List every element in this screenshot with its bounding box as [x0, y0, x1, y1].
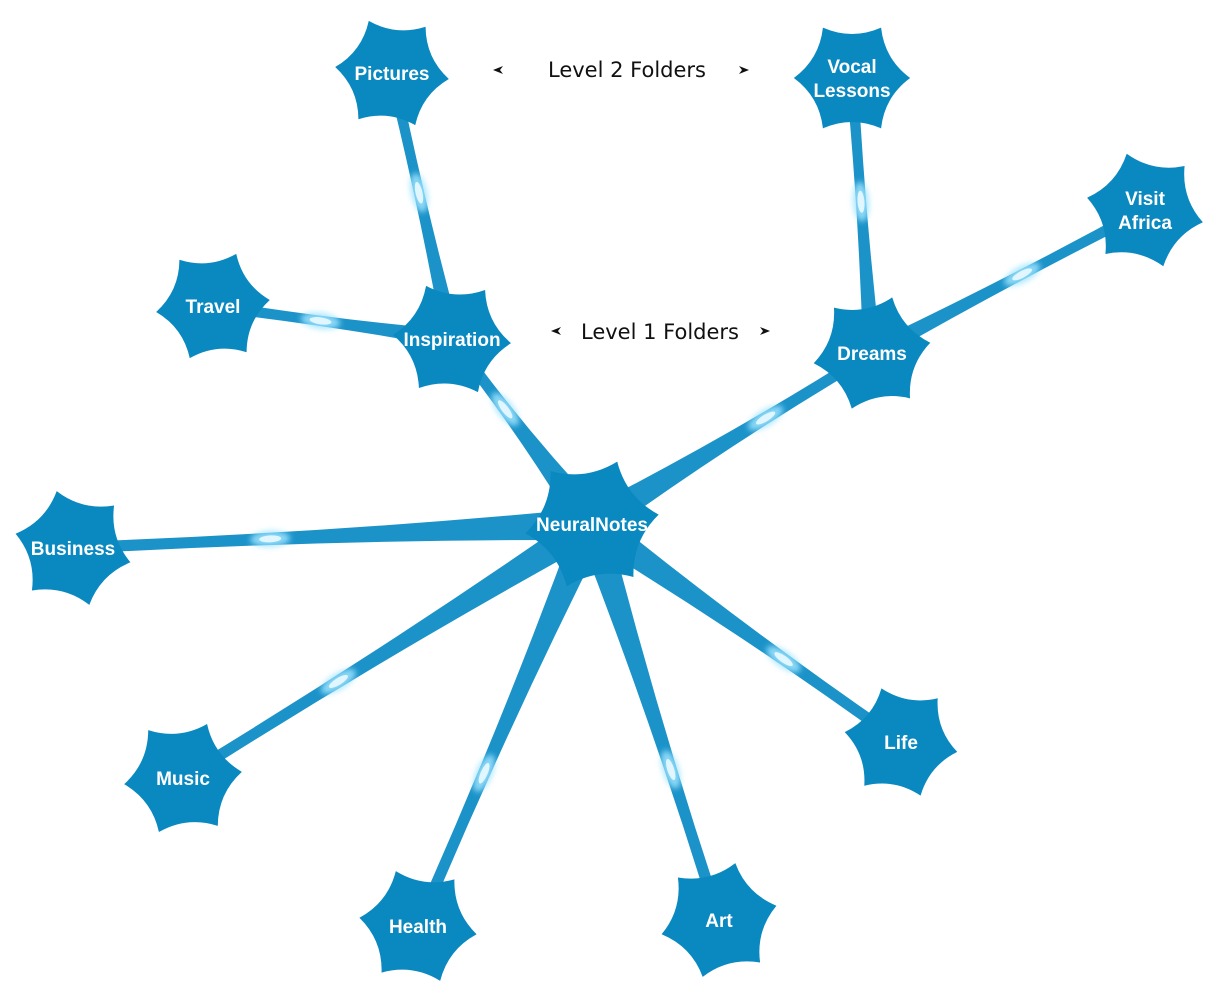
- link-neuralnotes-music: [179, 510, 601, 784]
- folders-layer: NeuralNotes InspirationDreamsBusinessMusi…: [15, 20, 1203, 981]
- folder-label-visit-africa: Visit: [1125, 189, 1165, 210]
- synapse-glow: [491, 392, 519, 426]
- folder-node-pictures[interactable]: Pictures: [335, 20, 449, 126]
- neuron-body-shape: [124, 723, 242, 833]
- level-1-annotation: Level 1 Folders: [551, 320, 770, 344]
- folder-label-travel: Travel: [186, 297, 241, 318]
- folder-node-inspiration[interactable]: Inspiration: [392, 285, 512, 393]
- connections-layer: [72, 71, 1148, 929]
- left-arrow-icon: [493, 66, 503, 74]
- synapse-glow: [250, 530, 291, 547]
- folder-label-vocal-lessons: Lessons: [813, 81, 890, 102]
- folder-node-life[interactable]: Life: [844, 688, 958, 796]
- link-neuralnotes-business: [72, 508, 593, 554]
- synapse-glow: [748, 405, 784, 431]
- folder-label-inspiration: Inspiration: [403, 330, 500, 351]
- neuron-body-shape: [392, 285, 512, 393]
- folder-node-health[interactable]: Health: [359, 871, 477, 981]
- neuron-body-shape: [1087, 153, 1203, 267]
- right-arrow-icon: [739, 66, 749, 74]
- link-neuralnotes-health: [412, 517, 607, 929]
- synapse-glow: [852, 181, 870, 222]
- neuron-body-shape: [156, 253, 270, 359]
- folder-node-neuralnotes[interactable]: NeuralNotes: [525, 461, 659, 587]
- folder-node-music[interactable]: Music: [124, 723, 242, 833]
- folder-label-art: Art: [705, 911, 733, 932]
- level-2-folders-label: Level 2 Folders: [548, 58, 706, 82]
- folder-node-art[interactable]: Art: [661, 863, 777, 977]
- synapse-glow: [766, 645, 801, 673]
- synapse-glow: [300, 312, 341, 330]
- neuron-body-shape: [793, 27, 911, 129]
- level-2-annotation: Level 2 Folders: [493, 58, 749, 82]
- folder-label-vocal-lessons: Vocal: [827, 57, 876, 78]
- neuron-body-shape: [813, 297, 931, 409]
- synapse-glow: [473, 754, 495, 792]
- folder-node-travel[interactable]: Travel: [156, 253, 270, 359]
- right-arrow-icon: [760, 327, 770, 335]
- synapse-glow: [1004, 262, 1041, 287]
- folder-label-life: Life: [884, 733, 918, 754]
- neuron-body-shape: [15, 491, 131, 605]
- folder-label-dreams: Dreams: [837, 344, 907, 365]
- folder-label-pictures: Pictures: [355, 64, 430, 85]
- folder-node-business[interactable]: Business: [15, 491, 131, 605]
- synapse-glow: [410, 173, 428, 213]
- synapse-glow: [660, 750, 681, 789]
- link-neuralnotes-dreams: [583, 347, 876, 538]
- folder-label-music: Music: [156, 769, 210, 790]
- neuron-body-shape: [359, 871, 477, 981]
- folder-label-neuralnotes: NeuralNotes: [536, 515, 648, 536]
- folder-label-business: Business: [31, 539, 115, 560]
- link-neuralnotes-life: [582, 510, 905, 747]
- link-neuralnotes-art: [576, 519, 725, 922]
- folder-label-visit-africa: Africa: [1118, 213, 1172, 234]
- neuron-body-shape: [844, 688, 958, 796]
- folder-node-dreams[interactable]: Dreams: [813, 297, 931, 409]
- synapse-glow: [320, 668, 356, 695]
- level-1-folders-label: Level 1 Folders: [581, 320, 739, 344]
- neuron-body-shape: [335, 20, 449, 126]
- neuron-body-shape: [661, 863, 777, 977]
- folder-label-health: Health: [389, 917, 447, 938]
- neuron-body-shape: [525, 461, 659, 587]
- left-arrow-icon: [551, 327, 561, 335]
